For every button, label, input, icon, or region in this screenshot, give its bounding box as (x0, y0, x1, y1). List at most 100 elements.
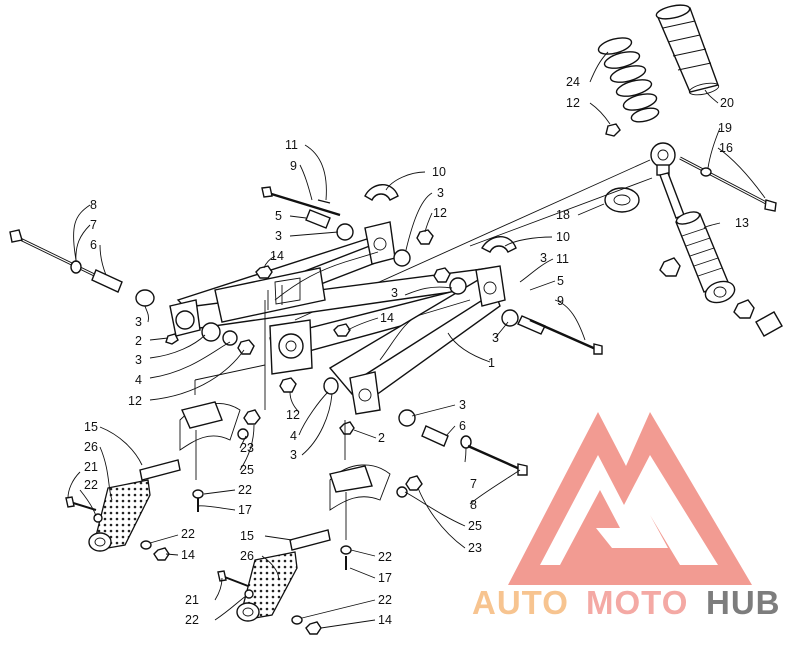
callout-2: 2 (378, 431, 385, 445)
callout-14: 14 (378, 613, 392, 627)
rear-arm-frame (169, 221, 506, 415)
frame-nut-c (279, 377, 297, 393)
right-bolt (529, 318, 599, 352)
frame-nut-e (333, 323, 351, 337)
callout-22: 22 (84, 478, 98, 492)
callout-3: 3 (135, 315, 142, 329)
bearing-cap-lower (481, 236, 517, 253)
callout-26: 26 (240, 549, 254, 563)
callout-23: 23 (468, 541, 482, 555)
watermark-auto: AUTO (472, 584, 569, 621)
lower-washer (733, 299, 755, 319)
callout-labels: 1 2 2 3 3 3 3 3 3 3 3 3 4 4 5 5 6 6 7 7 … (84, 75, 749, 627)
callout-8: 8 (90, 198, 97, 212)
callout-21: 21 (84, 460, 98, 474)
callout-22: 22 (238, 483, 252, 497)
upper-bushing-right (393, 249, 411, 267)
callout-25: 25 (468, 519, 482, 533)
right-bushing-b (501, 309, 519, 327)
callout-19: 19 (718, 121, 732, 135)
watermark-moto: MOTO (586, 584, 688, 621)
callout-3: 3 (275, 229, 282, 243)
shock-upper-eye (650, 142, 676, 176)
callout-9: 9 (290, 159, 297, 173)
callout-15: 15 (84, 420, 98, 434)
shock-body (659, 172, 736, 304)
callout-12: 12 (128, 394, 142, 408)
callout-2: 2 (135, 334, 142, 348)
shock-mount-bolt (679, 156, 777, 212)
callout-7: 7 (90, 218, 97, 232)
front-bushing (323, 377, 339, 395)
front-fitting (339, 421, 355, 435)
spacer-washer (222, 330, 238, 346)
callout-3: 3 (492, 331, 499, 345)
callout-1: 1 (488, 356, 495, 370)
center-nut (237, 339, 255, 355)
upper-bolt (264, 190, 341, 217)
callout-20: 20 (720, 96, 734, 110)
bushings-and-hardware (9, 184, 603, 476)
callout-11: 11 (285, 138, 298, 152)
callout-6: 6 (459, 419, 466, 433)
cotter-pin (317, 199, 331, 204)
left-washer (70, 260, 82, 274)
hex-nut (605, 123, 621, 137)
callout-13: 13 (735, 216, 749, 230)
front-bushing-right (398, 409, 416, 427)
callout-4: 4 (290, 429, 297, 443)
callout-11: 11 (556, 252, 569, 266)
watermark-text: AUTO MOTO HUB (472, 584, 781, 621)
front-sleeve (421, 425, 449, 447)
callout-5: 5 (557, 274, 564, 288)
left-bushing (135, 289, 155, 307)
callout-17: 17 (378, 571, 392, 585)
callout-7: 7 (470, 477, 477, 491)
frame-nut-d (255, 265, 273, 279)
callout-22: 22 (181, 527, 195, 541)
shock-bushing (604, 187, 640, 213)
callout-12: 12 (286, 408, 300, 422)
watermark-logo (508, 412, 752, 585)
center-bushing (201, 322, 221, 342)
right-bushing (449, 277, 467, 295)
callout-10: 10 (556, 230, 570, 244)
front-bolt (467, 444, 523, 472)
callout-10: 10 (432, 165, 446, 179)
watermark-hub: HUB (706, 584, 781, 621)
callout-16: 16 (719, 141, 733, 155)
frame-nut-b (433, 267, 451, 283)
callout-3: 3 (459, 398, 466, 412)
callout-14: 14 (380, 311, 394, 325)
callout-18: 18 (556, 208, 570, 222)
frame-nut-a (416, 229, 434, 245)
lower-nut (659, 257, 681, 277)
upper-sleeve (305, 209, 331, 229)
leader-lines (67, 51, 766, 629)
callout-4: 4 (135, 373, 142, 387)
lower-sleeve (755, 311, 783, 337)
callout-6: 6 (90, 238, 97, 252)
callout-22: 22 (185, 613, 199, 627)
callout-17: 17 (238, 503, 252, 517)
callout-21: 21 (185, 593, 199, 607)
grease-fitting (165, 333, 179, 345)
callout-3: 3 (437, 186, 444, 200)
shock-boot (655, 4, 720, 96)
callout-14: 14 (181, 548, 195, 562)
callout-14: 14 (270, 249, 284, 263)
left-bushing-inner (175, 310, 195, 330)
callout-3: 3 (391, 286, 398, 300)
shock-spring (597, 37, 660, 123)
left-sleeve (91, 269, 123, 293)
callout-9: 9 (557, 294, 564, 308)
callout-3: 3 (135, 353, 142, 367)
callout-3: 3 (290, 448, 297, 462)
callout-8: 8 (470, 498, 477, 512)
callout-26: 26 (84, 440, 98, 454)
upper-bushing (336, 223, 354, 241)
callout-24: 24 (566, 75, 580, 89)
callout-15: 15 (240, 529, 254, 543)
